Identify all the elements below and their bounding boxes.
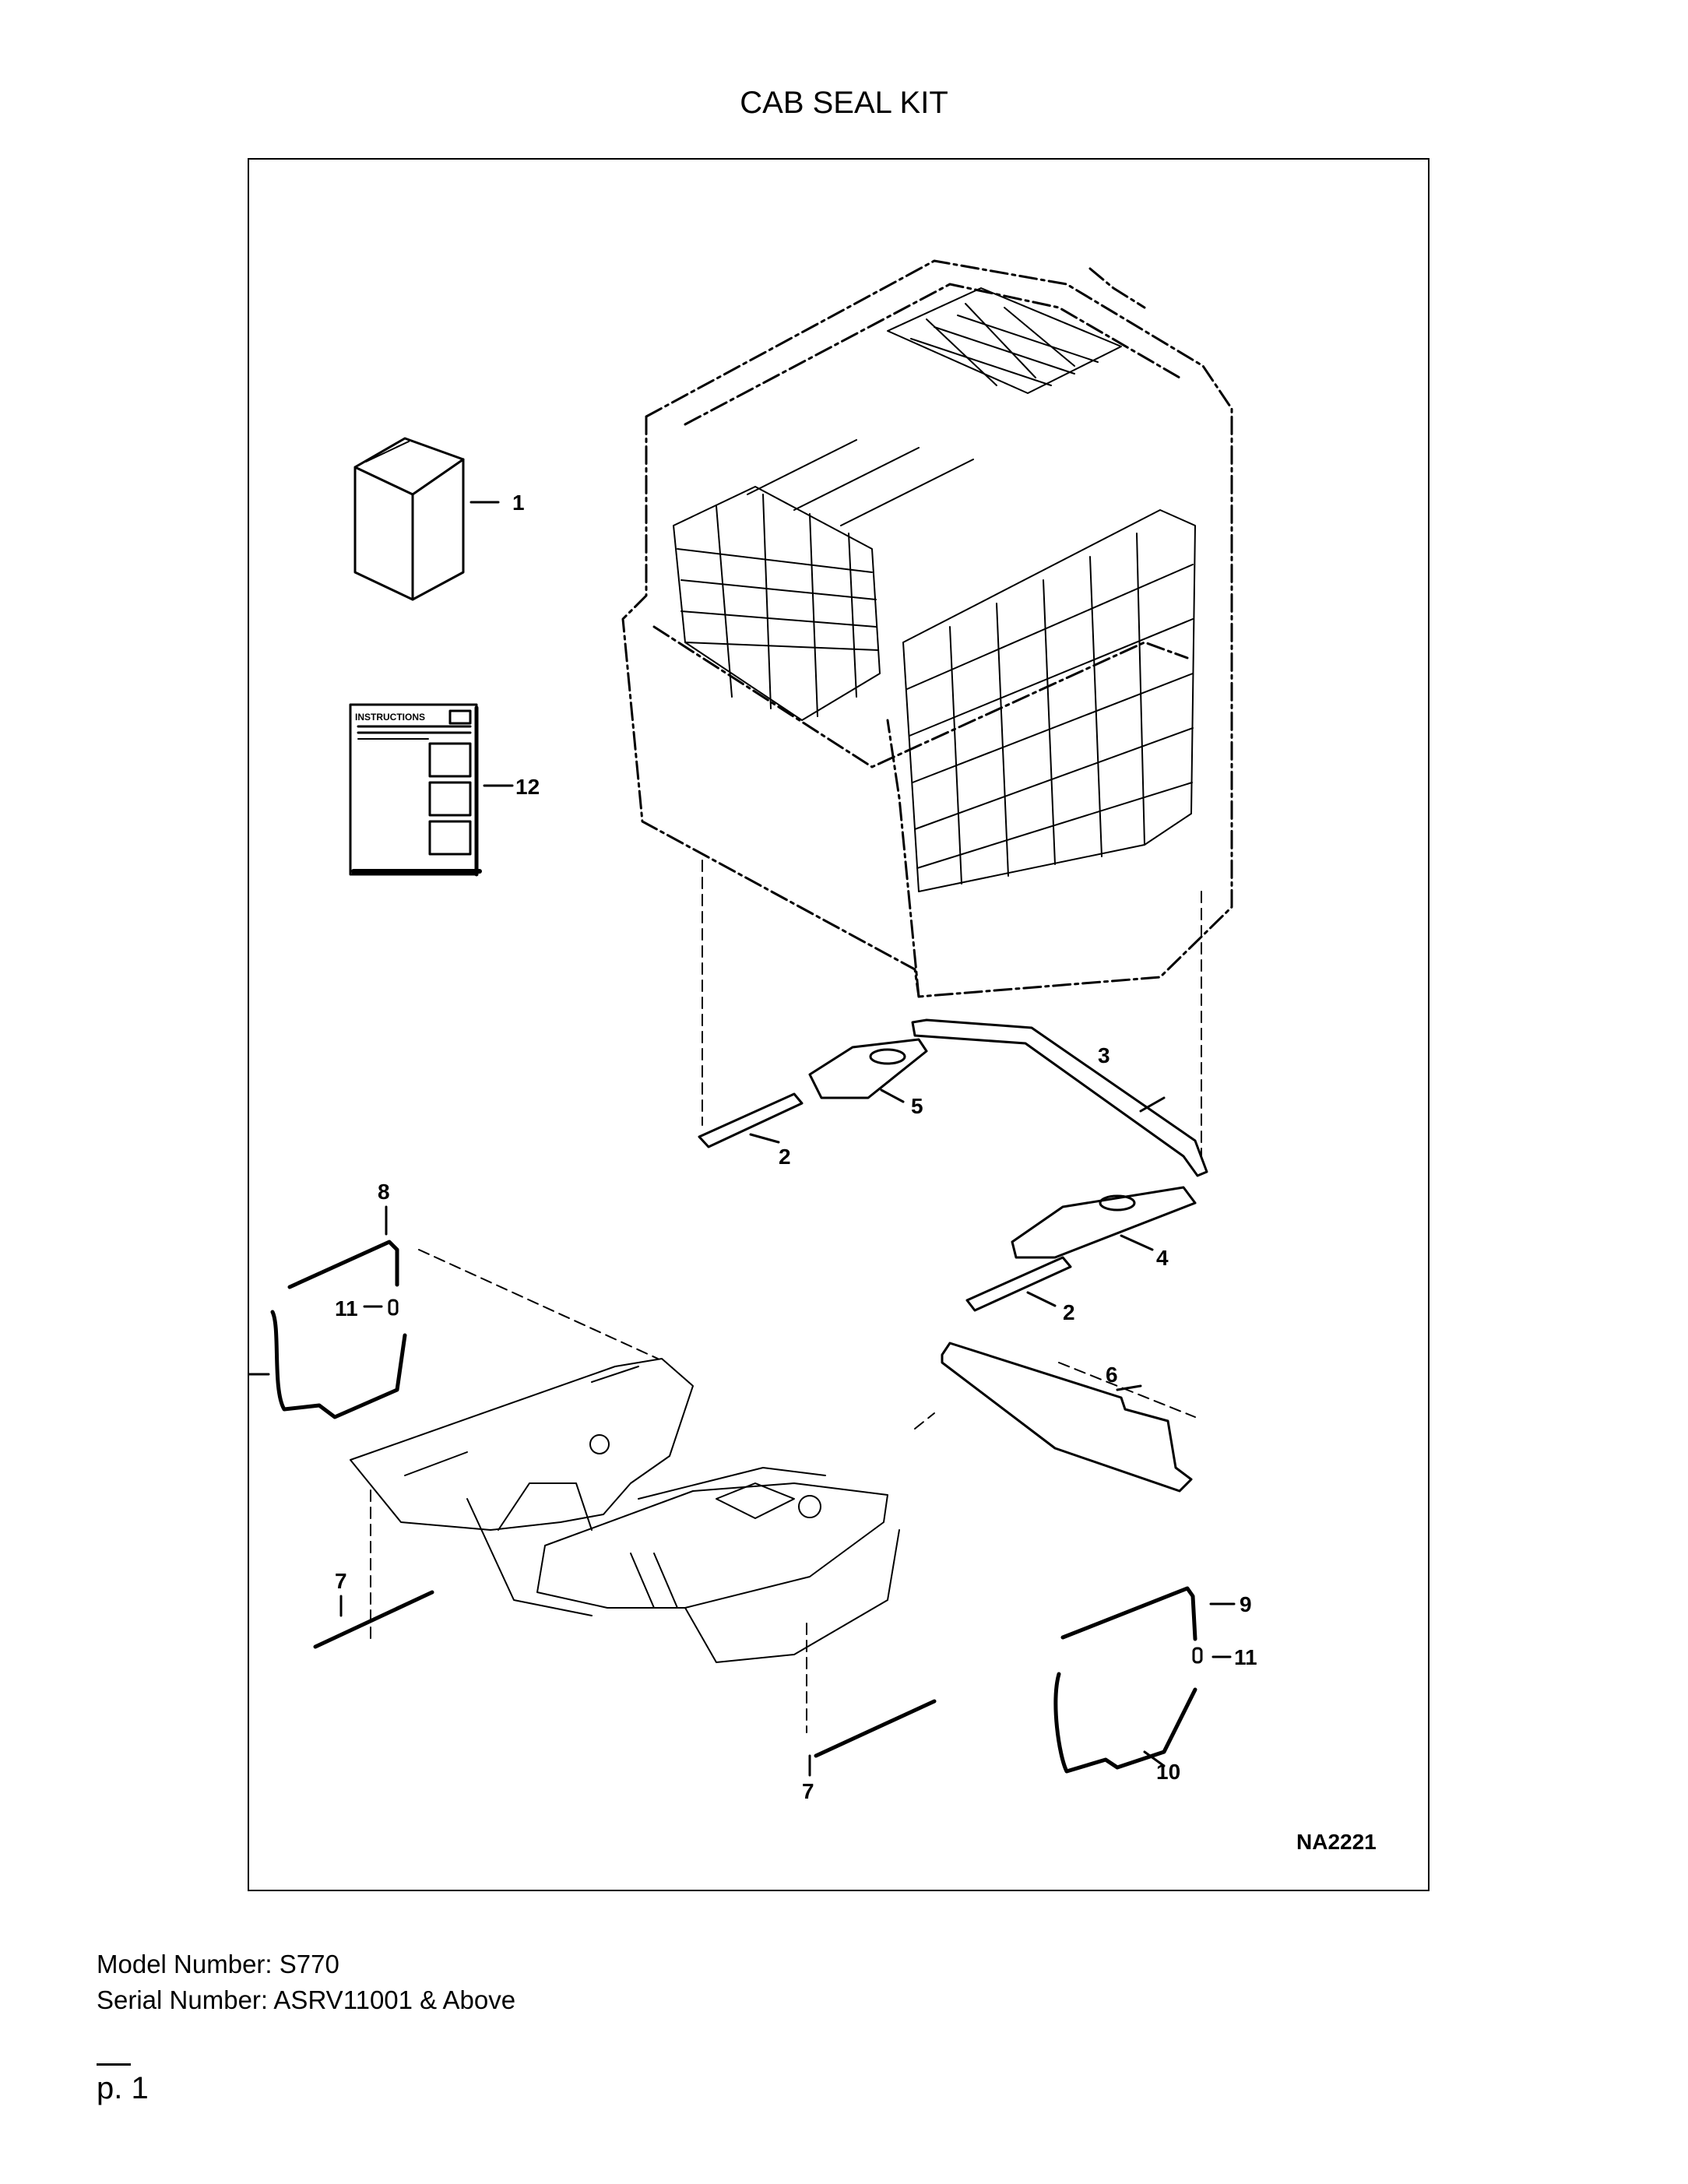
callout-7a: 7 bbox=[335, 1569, 347, 1593]
callout-9: 9 bbox=[1240, 1592, 1252, 1616]
part-seal-9 bbox=[1060, 1586, 1236, 1641]
part-seal-8 bbox=[287, 1205, 399, 1289]
part-seal-2a bbox=[698, 1092, 804, 1148]
part-clip-11b bbox=[1192, 1647, 1232, 1664]
footer-info: Model Number: S770 Serial Number: ASRV11… bbox=[97, 1947, 515, 2018]
callout-4: 4 bbox=[1156, 1246, 1169, 1270]
floor-pan bbox=[350, 1358, 900, 1663]
callout-8: 8 bbox=[378, 1180, 390, 1204]
part-seal-7b bbox=[808, 1699, 937, 1777]
part-clip-11a bbox=[363, 1299, 399, 1316]
callout-1: 1 bbox=[512, 491, 525, 515]
part-seal-7a bbox=[313, 1590, 434, 1649]
part-seal-10b bbox=[1053, 1672, 1197, 1774]
callout-11a: 11 bbox=[335, 1296, 358, 1321]
parts-diagram-frame: 1 12 3 5 2 8 4 11 2 10 6 7 9 11 10 7 INS… bbox=[248, 158, 1430, 1891]
part-seal-4 bbox=[1011, 1186, 1197, 1259]
cab-grille-side bbox=[902, 509, 1196, 892]
callout-6: 6 bbox=[1106, 1363, 1118, 1387]
cab-body bbox=[621, 259, 1233, 998]
assembly-leader-lines bbox=[370, 860, 1202, 1733]
cab-grille-front bbox=[673, 486, 881, 721]
callout-5: 5 bbox=[911, 1094, 923, 1118]
serial-number: Serial Number: ASRV11001 & Above bbox=[97, 1985, 516, 2014]
part-seal-10a bbox=[249, 1310, 407, 1419]
parts-diagram: 1 12 3 5 2 8 4 11 2 10 6 7 9 11 10 7 INS… bbox=[249, 259, 1377, 1854]
page-divider bbox=[97, 2063, 131, 2066]
part-seal-3 bbox=[911, 1018, 1208, 1177]
part-instructions-sheet bbox=[349, 703, 514, 877]
part-seal-5 bbox=[808, 1038, 928, 1103]
page-number: p. 1 bbox=[97, 2071, 149, 2105]
page-title: CAB SEAL KIT bbox=[740, 86, 948, 120]
callout-10b: 10 bbox=[1156, 1760, 1180, 1784]
callout-12: 12 bbox=[515, 775, 540, 799]
callout-7b: 7 bbox=[802, 1779, 814, 1803]
model-number: Model Number: S770 bbox=[97, 1950, 339, 1978]
callout-2a: 2 bbox=[779, 1145, 791, 1169]
callout-2b: 2 bbox=[1063, 1300, 1075, 1324]
callout-3: 3 bbox=[1098, 1043, 1110, 1067]
part-seal-2b bbox=[965, 1256, 1072, 1312]
instructions-label: INSTRUCTIONS bbox=[355, 712, 425, 723]
cab-roof-vent bbox=[747, 287, 1122, 526]
drawing-code: NA2221 bbox=[1296, 1830, 1377, 1854]
part-seal-6 bbox=[941, 1342, 1193, 1493]
callout-11b: 11 bbox=[1234, 1645, 1257, 1669]
part-box-kit bbox=[353, 437, 500, 601]
